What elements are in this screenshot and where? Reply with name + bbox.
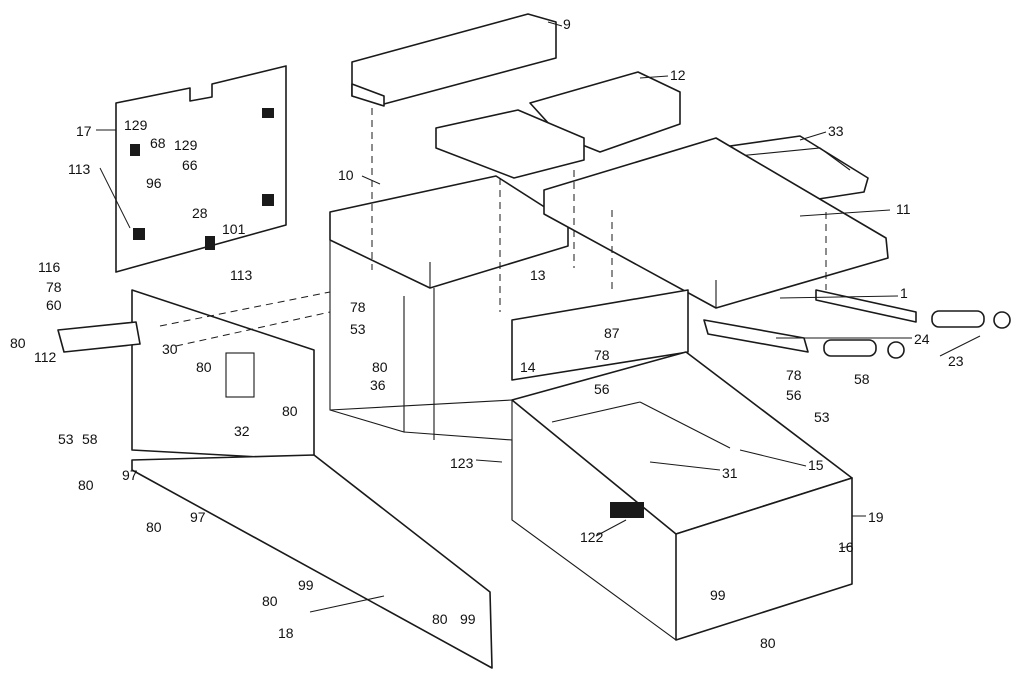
callout-label: 68 — [150, 135, 166, 151]
callout-label: 53 — [814, 409, 830, 425]
callout-label: 53 — [350, 321, 366, 337]
callout-label: 78 — [350, 299, 366, 315]
callout-label: 12 — [670, 67, 686, 83]
callout-label: 58 — [854, 371, 870, 387]
callout-label: 9 — [563, 16, 571, 32]
callout-label: 15 — [808, 457, 824, 473]
callout-label: 80 — [196, 359, 212, 375]
callout-label: 80 — [282, 403, 298, 419]
callout-label: 113 — [68, 161, 91, 177]
side-panel — [57, 289, 315, 461]
front-panel — [131, 454, 493, 669]
callout-label: 78 — [46, 279, 62, 295]
callout-label: 129 — [174, 137, 198, 153]
callout-label: 14 — [520, 359, 536, 375]
callout-label: 80 — [10, 335, 26, 351]
callout-label: 56 — [786, 387, 802, 403]
callout-label: 129 — [124, 117, 148, 133]
callout-label: 99 — [460, 611, 476, 627]
callout-label: 31 — [722, 465, 738, 481]
callout-label: 99 — [710, 587, 726, 603]
callout-label: 80 — [146, 519, 162, 535]
table-tops — [329, 137, 889, 309]
callout-label: 80 — [262, 593, 278, 609]
callout-label: 58 — [82, 431, 98, 447]
callout-label: 97 — [122, 467, 138, 483]
callout-label: 11 — [896, 201, 911, 217]
callout-label: 112 — [34, 349, 57, 365]
back-panel — [115, 65, 287, 273]
callout-label: 116 — [38, 259, 61, 275]
callout-label: 60 — [46, 297, 62, 313]
callout-label: 66 — [182, 157, 198, 173]
callout-label: 33 — [828, 123, 844, 139]
callout-label: 17 — [76, 123, 92, 139]
callout-label: 53 — [58, 431, 74, 447]
alignment-lines — [159, 108, 827, 347]
callout-label: 16 — [838, 539, 854, 555]
callout-label: 13 — [530, 267, 546, 283]
callout-label: 30 — [162, 341, 178, 357]
callout-label: 32 — [234, 423, 250, 439]
callout-label: 113 — [230, 267, 253, 283]
callout-labels: 9 12 33 10 11 17 129 68 129 66 96 113 28… — [10, 16, 964, 651]
callout-label: 101 — [222, 221, 246, 237]
callout-label: 80 — [760, 635, 776, 651]
callout-label: 1 — [900, 285, 908, 301]
frame — [329, 240, 853, 641]
callout-label: 80 — [432, 611, 448, 627]
callout-label: 87 — [604, 325, 620, 341]
callout-label: 56 — [594, 381, 610, 397]
callout-label: 97 — [190, 509, 206, 525]
callout-label: 80 — [78, 477, 94, 493]
foot-rest — [703, 289, 1011, 359]
callout-label: 99 — [298, 577, 314, 593]
callout-label: 80 — [372, 359, 388, 375]
callout-label: 36 — [370, 377, 386, 393]
callout-label: 28 — [192, 205, 208, 221]
callout-label: 23 — [948, 353, 964, 369]
callout-label: 78 — [594, 347, 610, 363]
callout-label: 18 — [278, 625, 294, 641]
callout-label: 96 — [146, 175, 162, 191]
callout-label: 123 — [450, 455, 474, 471]
callout-label: 122 — [580, 529, 604, 545]
callout-label: 24 — [914, 331, 930, 347]
callout-label: 19 — [868, 509, 884, 525]
callout-leaders — [96, 21, 981, 613]
callout-label: 10 — [338, 167, 354, 183]
callout-label: 78 — [786, 367, 802, 383]
